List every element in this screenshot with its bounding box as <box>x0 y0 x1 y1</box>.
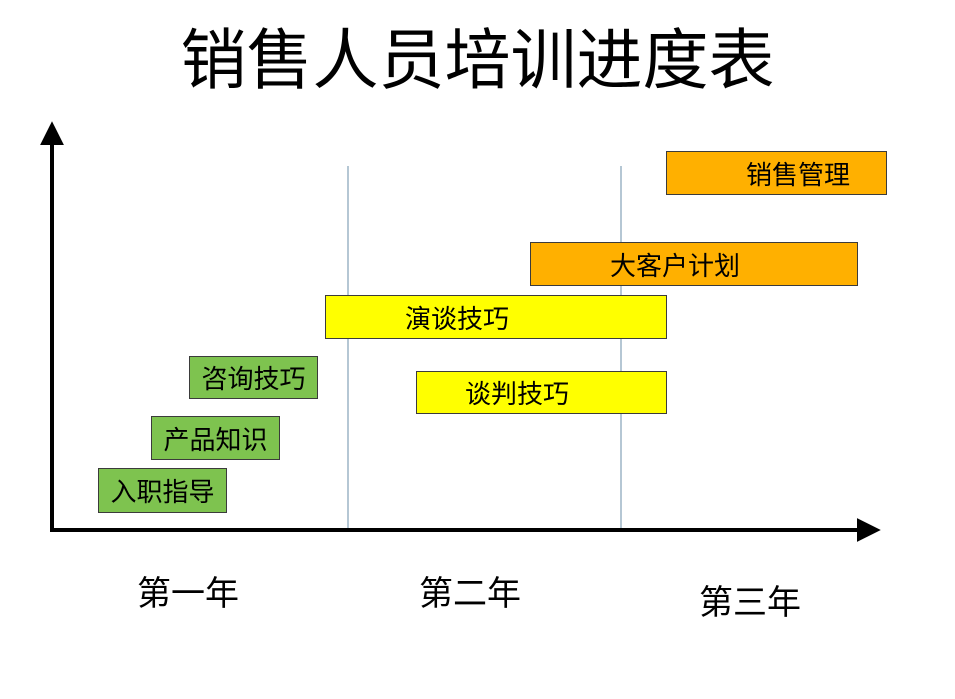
task-label: 入职指导 <box>110 478 215 508</box>
task-bar-negotiation-skills: 谈判技巧 <box>416 371 667 414</box>
task-bar-product-knowledge: 产品知识 <box>151 416 280 460</box>
year-label-1: 第一年 <box>137 574 239 614</box>
task-label: 大客户计划 <box>610 251 741 282</box>
task-label: 演谈技巧 <box>405 304 510 335</box>
task-bar-presentation-skills: 演谈技巧 <box>325 295 667 339</box>
year-label-2: 第二年 <box>419 574 521 614</box>
task-bar-key-account-planning: 大客户计划 <box>530 242 858 286</box>
year-label-3: 第三年 <box>699 583 801 623</box>
task-bar-sales-management: 销售管理 <box>666 151 887 195</box>
task-label: 谈判技巧 <box>465 380 570 410</box>
task-label: 咨询技巧 <box>201 365 306 395</box>
page-title: 销售人员培训进度表 <box>180 22 775 99</box>
task-label: 产品知识 <box>163 425 268 456</box>
task-bar-orientation: 入职指导 <box>98 468 227 513</box>
task-bar-consulting-skills: 咨询技巧 <box>189 356 318 399</box>
task-label: 销售管理 <box>746 160 851 191</box>
